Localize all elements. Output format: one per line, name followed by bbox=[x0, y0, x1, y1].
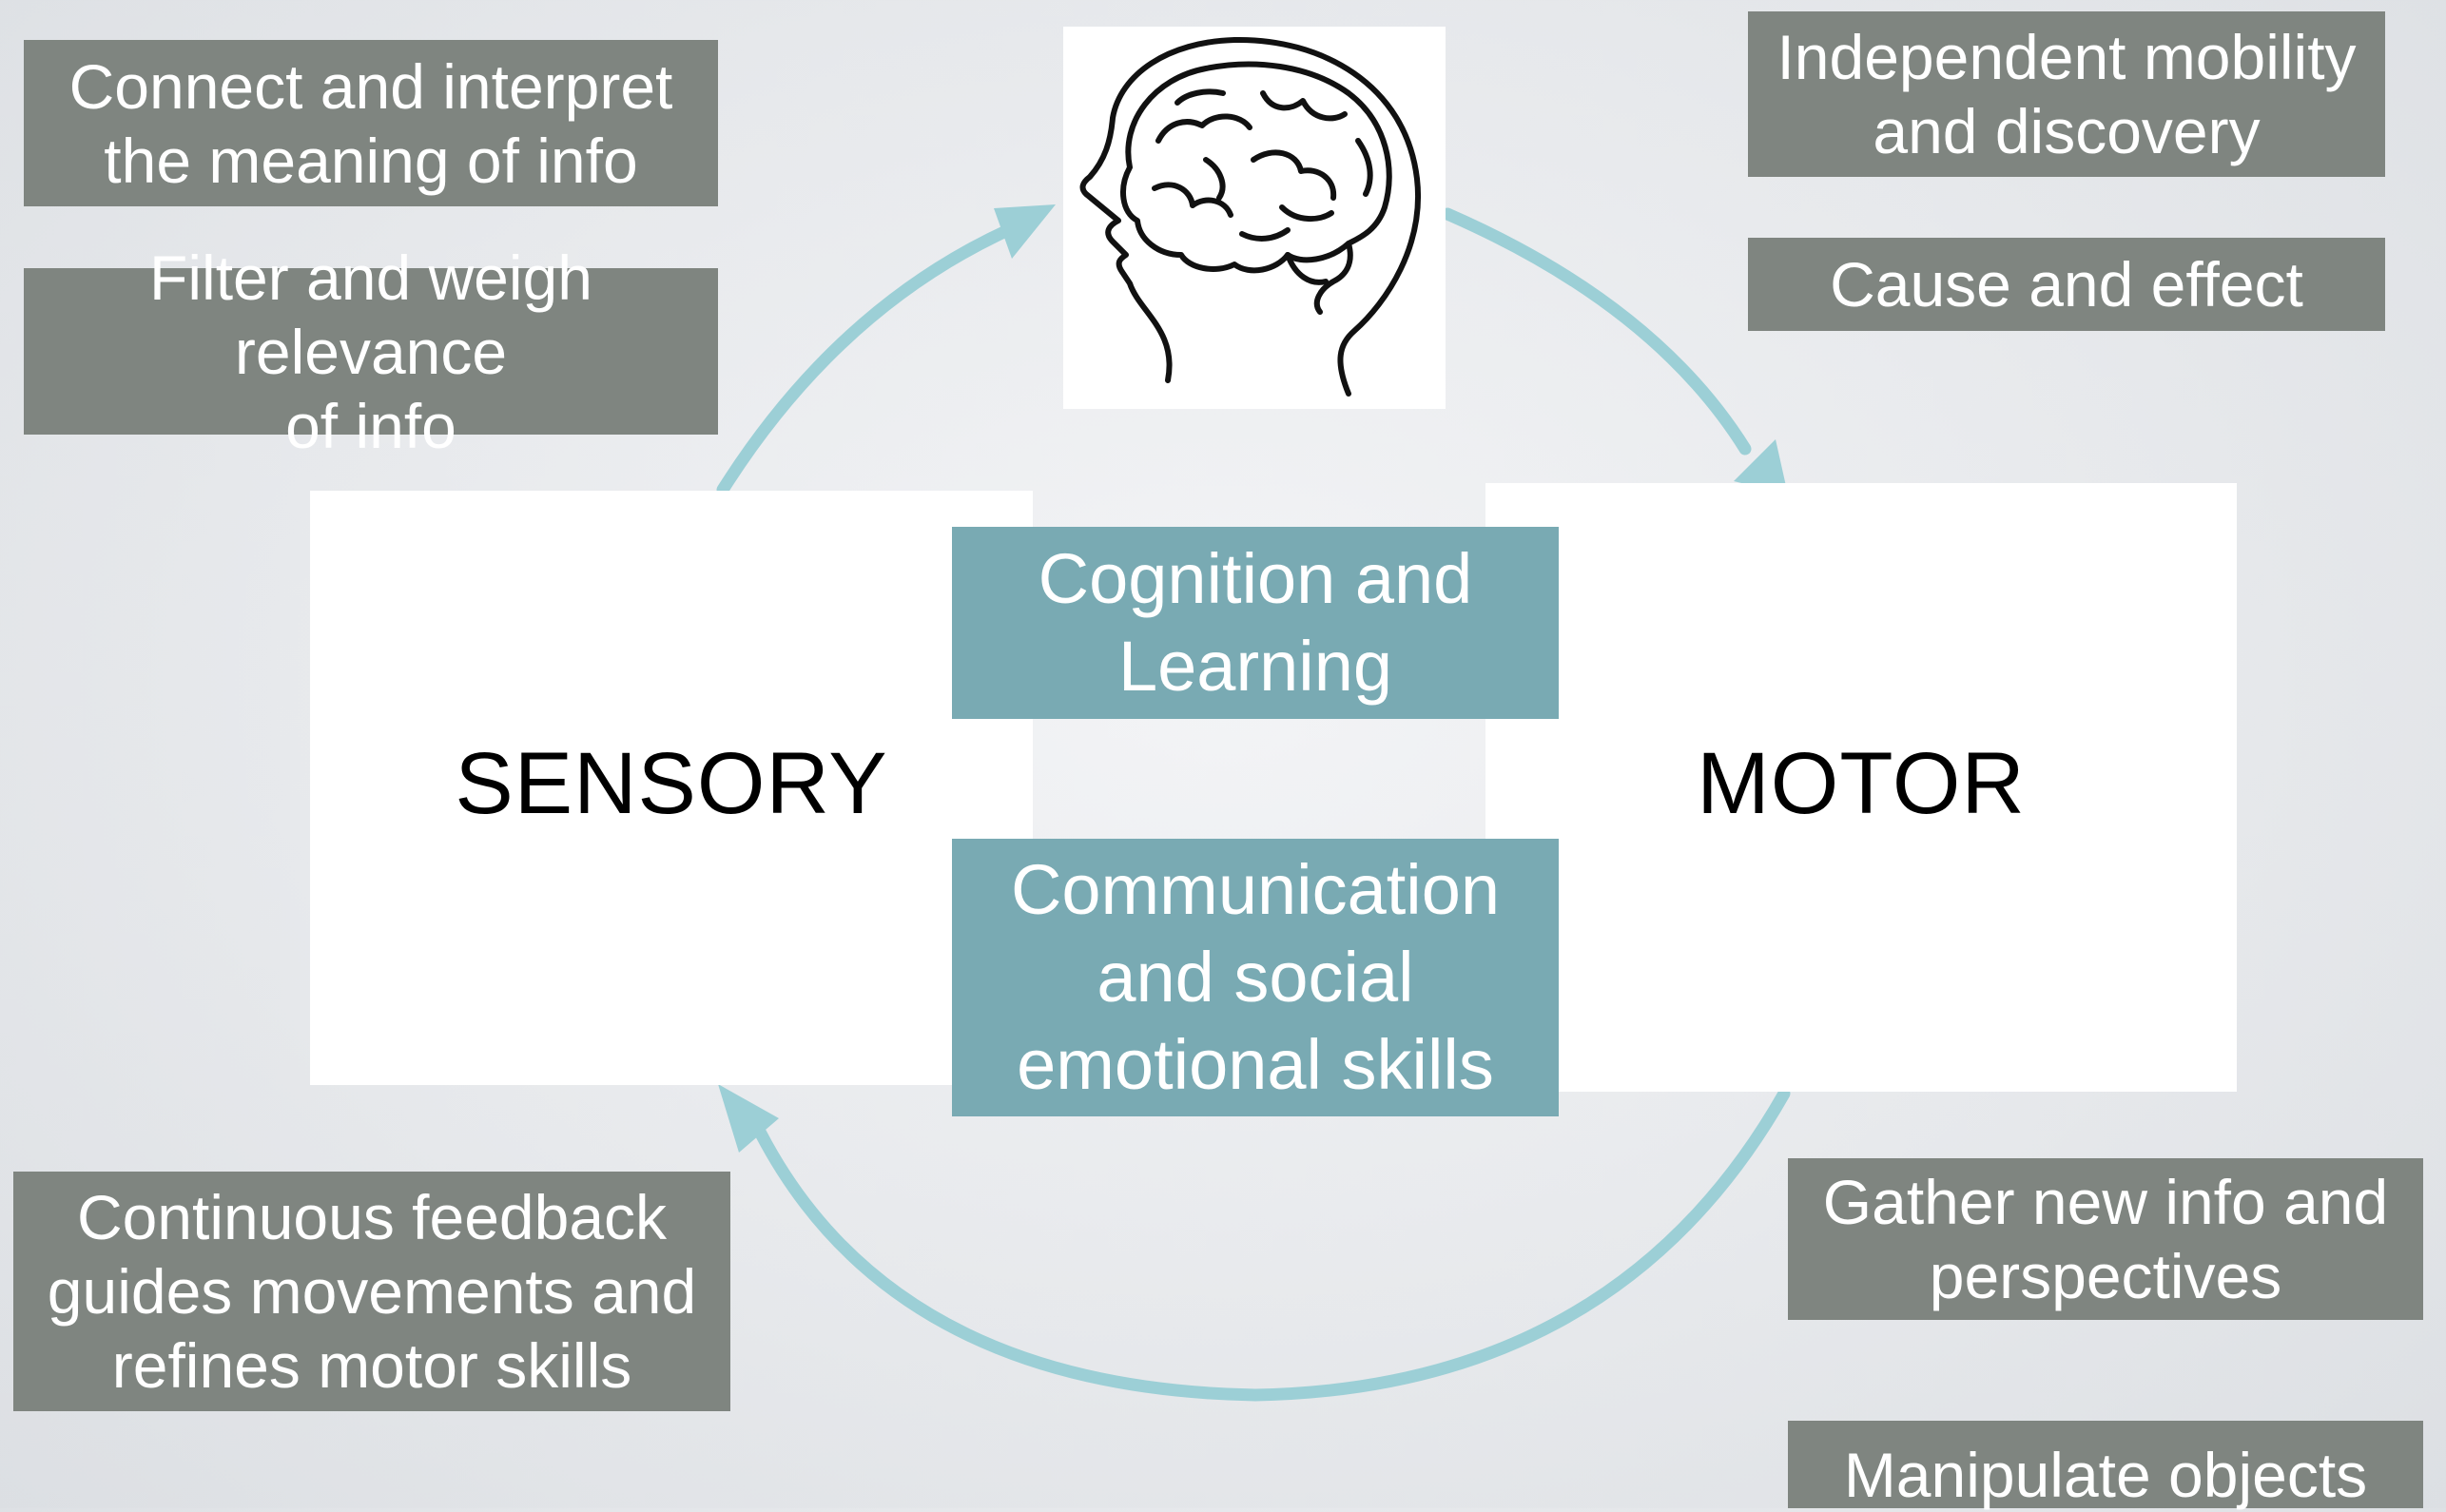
motor-panel bbox=[1485, 483, 2237, 1092]
arrow-motor-to-sensory bbox=[754, 1087, 1791, 1402]
note-manipulate-objects: Manipulate objects bbox=[1788, 1421, 2423, 1510]
arrow-brain-to-motor bbox=[1441, 207, 1752, 456]
note-filter-weigh: Filter and weigh relevance of info bbox=[24, 242, 718, 461]
sensory-label: SENSORY bbox=[455, 735, 888, 832]
note-connect-interpret: Connect and interpret the meaning of inf… bbox=[24, 40, 718, 206]
note-continuous-feedback: Continuous feedback guides movements and… bbox=[13, 1172, 730, 1411]
cognition-learning-box: Cognition and Learning bbox=[952, 527, 1559, 719]
arrowhead-to-motor bbox=[1734, 439, 1788, 494]
arrowhead-to-brain bbox=[994, 204, 1056, 259]
head-with-brain-icon bbox=[1079, 36, 1421, 397]
note-gather-info: Gather new info and perspectives bbox=[1788, 1158, 2423, 1320]
sensory-panel bbox=[310, 491, 1033, 1085]
note-independent-mobility: Independent mobility and discovery bbox=[1748, 11, 2385, 177]
brain-image bbox=[1063, 27, 1446, 409]
arrow-sensory-to-brain bbox=[716, 223, 1015, 496]
motor-label: MOTOR bbox=[1697, 735, 2026, 832]
arrowhead-to-sensory bbox=[718, 1084, 779, 1153]
communication-social-box: Communication and social emotional skill… bbox=[952, 839, 1559, 1116]
note-cause-effect: Cause and effect bbox=[1748, 238, 2385, 331]
